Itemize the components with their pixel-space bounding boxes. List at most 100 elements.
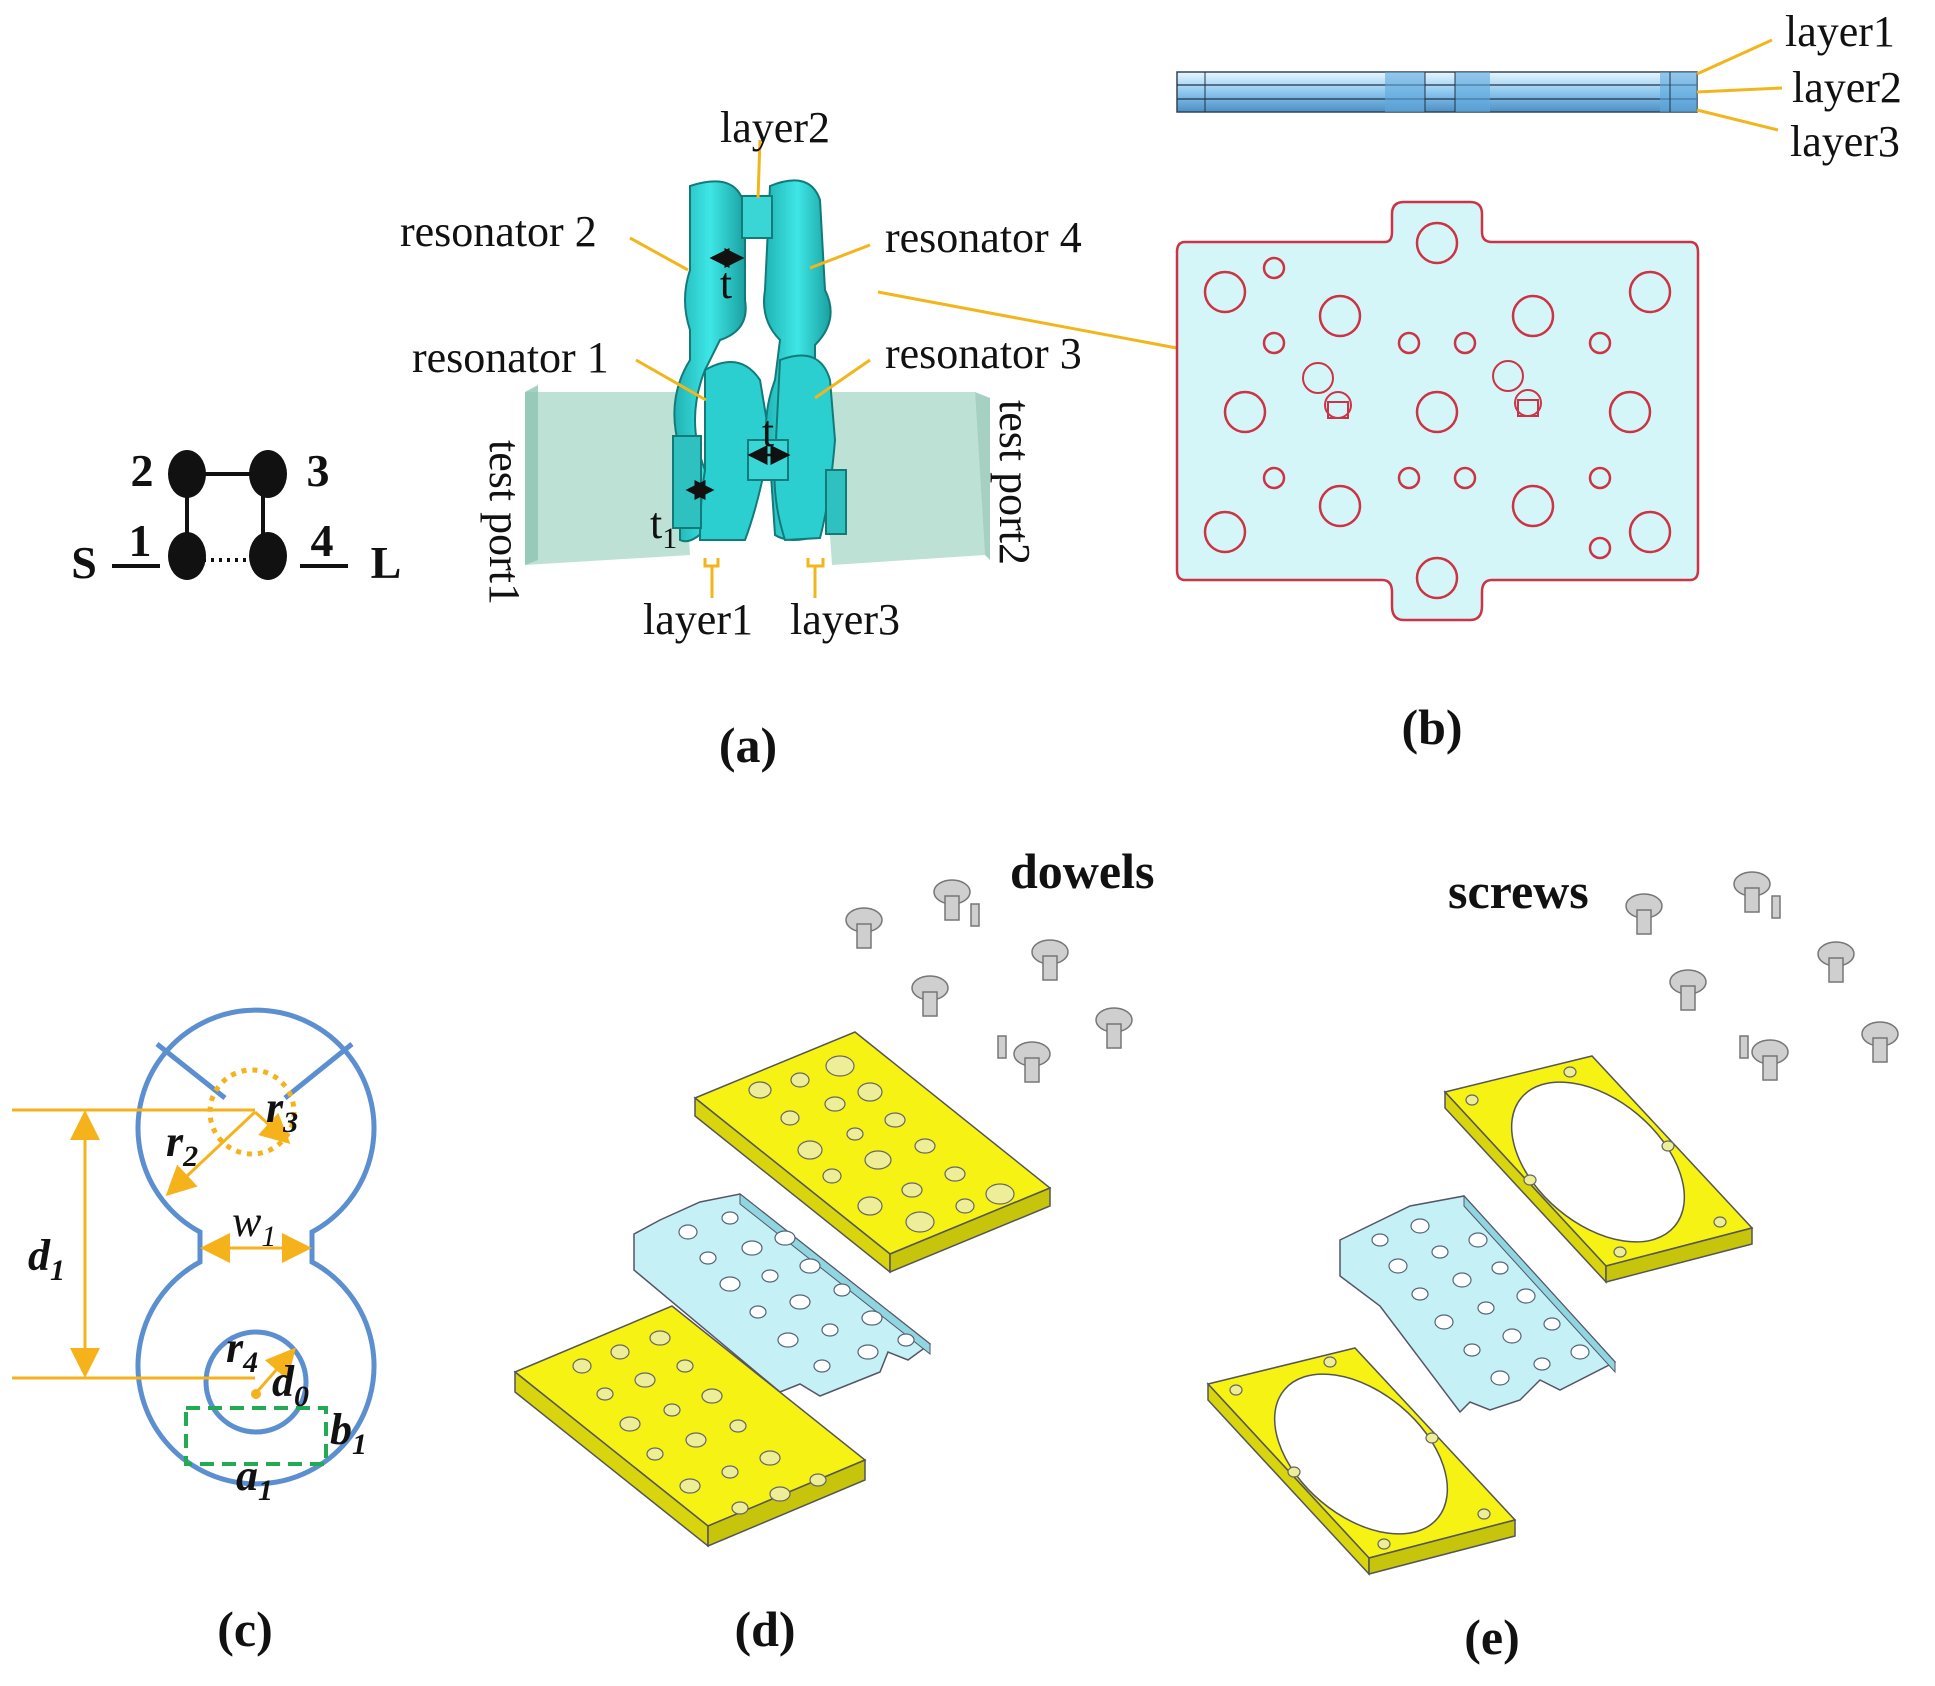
w1-label: w1 bbox=[232, 1197, 276, 1253]
test-port2-label: test port2 bbox=[990, 400, 1039, 565]
panel-e: screws bbox=[1206, 863, 1899, 1665]
r3-circle bbox=[207, 1067, 297, 1157]
top-yellow-plate bbox=[693, 1031, 1052, 1274]
d0-dot bbox=[251, 1389, 261, 1399]
a1-label: a1 bbox=[236, 1451, 273, 1507]
layer3-bottom-label: layer3 bbox=[790, 595, 900, 644]
screw-5 bbox=[1669, 969, 1707, 1011]
r4-label: r4 bbox=[226, 1323, 258, 1379]
r2-arrow bbox=[165, 1110, 257, 1197]
resonator4-label: resonator 4 bbox=[885, 213, 1082, 262]
b-layer1-leader bbox=[1696, 38, 1773, 76]
middle-plate-holes bbox=[678, 1211, 915, 1373]
screw-3 bbox=[1771, 895, 1781, 919]
b-layer2-leader bbox=[1696, 86, 1783, 94]
screws-label: screws bbox=[1448, 863, 1589, 919]
caption-e: (e) bbox=[1464, 1609, 1520, 1665]
r3-label: r3 bbox=[266, 1083, 298, 1139]
dowel-3 bbox=[970, 903, 980, 927]
resonator1-label: resonator 1 bbox=[412, 333, 609, 382]
b-layer3-label: layer3 bbox=[1790, 117, 1900, 166]
dowel-1 bbox=[845, 907, 883, 949]
b1-label: b1 bbox=[330, 1405, 367, 1461]
caption-c: (c) bbox=[217, 1601, 273, 1657]
d0-label: d0 bbox=[272, 1357, 309, 1413]
t-mid-label: t bbox=[762, 407, 774, 456]
node-2 bbox=[168, 450, 206, 498]
dowel-5 bbox=[911, 975, 949, 1017]
node-label-4: 4 bbox=[311, 515, 334, 566]
t1-label: t1 bbox=[650, 499, 677, 555]
resonator2-label: resonator 2 bbox=[400, 207, 597, 256]
bottom-yellow-frame bbox=[1206, 1347, 1517, 1576]
layer1-bracket bbox=[703, 558, 720, 568]
screw-2 bbox=[1733, 871, 1771, 913]
r2-label: r2 bbox=[166, 1117, 198, 1173]
d1-label: d1 bbox=[28, 1231, 65, 1287]
cross-section-spoke-right bbox=[283, 1042, 354, 1100]
panel-d: dowels bbox=[513, 843, 1154, 1657]
screw-1 bbox=[1625, 893, 1663, 935]
resonator3-label: resonator 3 bbox=[885, 329, 1082, 378]
feed-stub-right bbox=[825, 469, 847, 535]
dowels-label: dowels bbox=[1010, 843, 1154, 899]
panel-c: r3 r2 w1 d1 r4 d0 b1 a1 (c) bbox=[12, 1007, 377, 1657]
node-1 bbox=[168, 532, 206, 580]
node-3 bbox=[249, 450, 287, 498]
load-label: L bbox=[371, 537, 402, 588]
screw-set bbox=[1625, 871, 1899, 1081]
source-label: S bbox=[71, 537, 97, 588]
plate-holes bbox=[1203, 221, 1672, 600]
resonator2-leader bbox=[629, 236, 689, 272]
top-yellow-frame bbox=[1443, 1055, 1754, 1284]
cross-section-spoke-left bbox=[155, 1042, 227, 1100]
test-port1-label: test port1 bbox=[480, 440, 529, 605]
e-middle-plate-holes bbox=[1371, 1218, 1590, 1386]
node-4 bbox=[249, 532, 287, 580]
test-port2 bbox=[820, 392, 990, 565]
dowel-2 bbox=[933, 879, 971, 921]
coupling-topology: 2 3 1 4 S L bbox=[71, 445, 401, 588]
bottom-plate-holes bbox=[572, 1330, 827, 1515]
layer3-bracket bbox=[806, 558, 825, 568]
t-top-label: t bbox=[720, 259, 732, 308]
dowel-7 bbox=[1013, 1041, 1051, 1083]
node-label-1: 1 bbox=[129, 515, 152, 566]
layer2-label: layer2 bbox=[720, 103, 830, 152]
resonator4-leader bbox=[809, 243, 871, 270]
e-middle-cyan-plate bbox=[1339, 1194, 1617, 1414]
b-layer3-leader bbox=[1696, 108, 1779, 132]
feed-stub-left bbox=[672, 435, 702, 529]
layer2-leader bbox=[756, 139, 762, 199]
screw-4 bbox=[1817, 941, 1855, 983]
dowel-4 bbox=[1031, 939, 1069, 981]
test-port1 bbox=[525, 385, 690, 565]
caption-a: (a) bbox=[719, 717, 777, 773]
caption-d: (d) bbox=[734, 1601, 795, 1657]
dowel-set bbox=[845, 879, 1133, 1083]
layer2-plate-top-view bbox=[1175, 200, 1700, 622]
a1-b1-rect bbox=[184, 1406, 328, 1466]
node-label-3: 3 bbox=[307, 445, 330, 496]
screw-6 bbox=[1861, 1021, 1899, 1063]
resonator-cutouts bbox=[1302, 360, 1542, 419]
panel-a: 2 3 1 4 S L test port1 test port2 bbox=[71, 103, 1300, 773]
screw-7 bbox=[1751, 1039, 1789, 1081]
top-plate-holes bbox=[748, 1055, 1015, 1233]
r4-arrow bbox=[254, 1347, 296, 1394]
layer-stack-side-view bbox=[1176, 71, 1698, 113]
layer2-bridge bbox=[741, 195, 773, 239]
dowel-6 bbox=[1095, 1007, 1133, 1049]
node-label-2: 2 bbox=[131, 445, 154, 496]
layer1-bottom-label: layer1 bbox=[643, 595, 753, 644]
r3-arrow bbox=[253, 1110, 291, 1145]
resonator1-leader bbox=[635, 358, 707, 402]
r4-circle bbox=[203, 1329, 309, 1435]
dowel-8 bbox=[997, 1035, 1007, 1059]
resonator3-leader bbox=[814, 358, 871, 400]
b-layer2-label: layer2 bbox=[1792, 63, 1902, 112]
resonator-assembly bbox=[672, 179, 847, 543]
screw-8 bbox=[1739, 1035, 1749, 1059]
panel-b: layer1 layer2 layer3 bbox=[1175, 7, 1902, 755]
